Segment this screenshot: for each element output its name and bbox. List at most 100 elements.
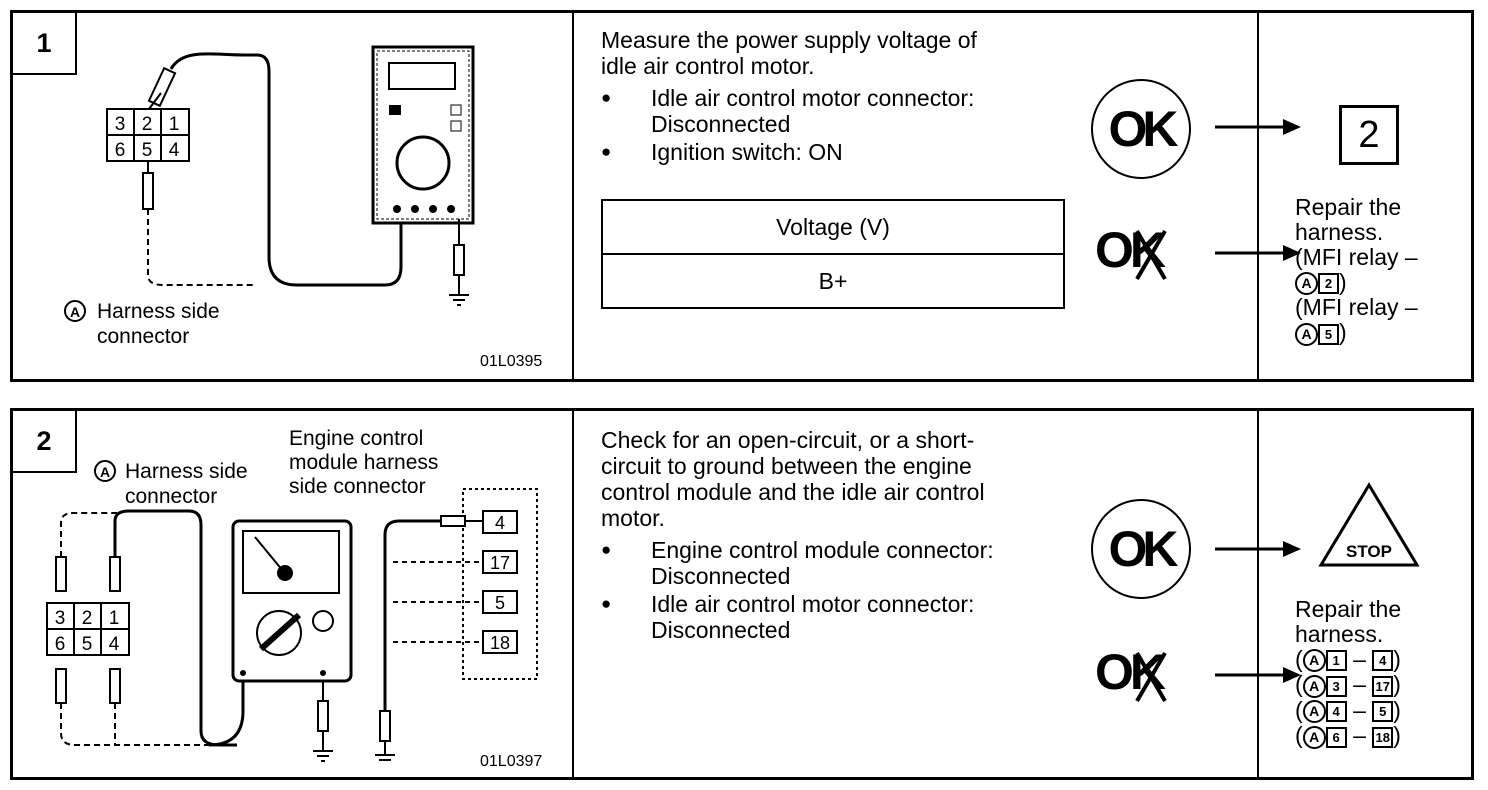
- harness-side-connector-legend: A Harness side connector: [64, 300, 220, 348]
- probe-wire: [169, 52, 403, 287]
- pin-box: 6: [1325, 726, 1347, 748]
- ground-lead: [449, 219, 469, 306]
- repair-text: Repair the: [1295, 596, 1402, 622]
- condition-text: Ignition switch: ON: [651, 139, 843, 165]
- table-header: Voltage (V): [776, 213, 890, 240]
- repair-text: ): [1339, 319, 1347, 346]
- multimeter: [231, 519, 353, 683]
- condition-item: Engine control module connector: Disconn…: [601, 537, 1081, 589]
- arrow-right-icon: [1215, 541, 1301, 557]
- pin-box: 5: [1318, 323, 1339, 345]
- legend-text: connector: [97, 325, 189, 348]
- instruction-line: idle air control motor.: [601, 53, 815, 79]
- pin-label: 5: [82, 634, 93, 655]
- pin-label: 4: [109, 634, 120, 655]
- instruction-text: Measure the power supply voltage of idle…: [601, 27, 1071, 165]
- ok-badge: OK: [1091, 499, 1191, 599]
- continuity-check-illustration: A Harness side connector Engine control …: [46, 427, 538, 762]
- ng-cross-icon: [1135, 229, 1167, 281]
- divider: [572, 411, 574, 777]
- ground-lead: [313, 681, 333, 762]
- dash: –: [1353, 696, 1366, 723]
- dash: –: [1353, 671, 1366, 698]
- legend-letter: A: [100, 464, 110, 480]
- ecm-connector: 4 17 5 18: [462, 488, 538, 680]
- pin-label: 2: [142, 114, 153, 135]
- ecm-pin-label: 4: [495, 513, 505, 533]
- ground-wire-dashed: [147, 209, 253, 286]
- table-value: B+: [603, 253, 1063, 307]
- connector-a-badge: A: [1302, 649, 1326, 673]
- pin-box: 4: [1372, 650, 1394, 672]
- pin-box: 3: [1325, 675, 1347, 697]
- arrow-right-icon: [1215, 119, 1301, 135]
- step-1-panel: 1 3 2 1 6 5 4: [10, 10, 1474, 382]
- figure-code: 01L0397: [480, 753, 543, 770]
- harness-side-connector-legend: A Harness side connector: [94, 460, 248, 508]
- repair-text: (MFI relay –: [1295, 294, 1418, 321]
- divider: [1257, 411, 1259, 777]
- pin-label: 1: [169, 114, 180, 135]
- next-step-box: 2: [1339, 105, 1399, 165]
- pin-label: 6: [55, 634, 66, 655]
- pin-label: 3: [55, 608, 66, 629]
- condition-text: Idle air control motor connector:: [651, 85, 975, 111]
- pin-box: 5: [1372, 701, 1394, 723]
- repair-text: ): [1339, 269, 1347, 295]
- voltage-measurement-illustration: 3 2 1 6 5 4: [64, 45, 475, 348]
- condition-item: Idle air control motor connector: Discon…: [601, 591, 1081, 643]
- pin-box: 4: [1325, 701, 1347, 723]
- condition-list: Engine control module connector: Disconn…: [601, 537, 1081, 643]
- pin-label: 5: [142, 140, 153, 161]
- ng-cross-icon: [1135, 651, 1167, 703]
- repair-text: harness.: [1295, 621, 1384, 647]
- voltage-table: Voltage (V) B+: [601, 199, 1065, 309]
- condition-text: Disconnected: [651, 111, 791, 137]
- legend-text: connector: [125, 485, 217, 508]
- instruction-line: Measure the power supply voltage of: [601, 27, 977, 53]
- repair-text: Repair the: [1295, 194, 1402, 220]
- stop-sign-icon: STOP: [1318, 482, 1420, 567]
- pin-label: 4: [169, 140, 180, 161]
- test-probe: [142, 66, 177, 210]
- instruction-line: motor.: [601, 505, 665, 531]
- condition-list: Idle air control motor connector: Discon…: [601, 85, 1071, 165]
- condition-text: Engine control module connector:: [651, 537, 994, 563]
- pin-box: 18: [1372, 726, 1394, 748]
- pin-box: 17: [1372, 675, 1394, 697]
- legend-letter: A: [70, 304, 80, 320]
- connector-a-badge: A: [1302, 725, 1326, 749]
- probe-lead: [375, 710, 395, 761]
- pin-label: 6: [115, 140, 126, 161]
- connector-a-badge: A: [1295, 272, 1318, 296]
- instruction-line: control module and the idle air control: [601, 479, 985, 505]
- pin-label: 3: [115, 114, 126, 135]
- connector-a-badge: A: [1295, 322, 1318, 346]
- condition-text: Disconnected: [651, 563, 791, 589]
- condition-item: Idle air control motor connector: Discon…: [601, 85, 1071, 137]
- repair-text: (MFI relay –: [1295, 244, 1418, 270]
- condition-text: Disconnected: [651, 617, 791, 643]
- figure-code: 01L0395: [480, 353, 543, 370]
- divider: [1257, 13, 1259, 379]
- divider: [572, 13, 574, 379]
- stop-label: STOP: [1346, 542, 1392, 561]
- step-2-panel: 2 A Harness side connector Engine contro…: [10, 408, 1474, 780]
- multimeter: [371, 45, 475, 225]
- dash: –: [1353, 646, 1366, 672]
- pin-box: 1: [1325, 650, 1347, 672]
- repair-text: harness.: [1295, 219, 1384, 245]
- condition-text: Idle air control motor connector:: [651, 591, 975, 617]
- harness-connector: 3 2 1 6 5 4: [106, 108, 190, 162]
- pin-label: 1: [109, 608, 120, 629]
- legend-text: module harness: [289, 451, 438, 474]
- pin-box: 2: [1318, 273, 1339, 295]
- arrow-right-icon: [1215, 245, 1301, 261]
